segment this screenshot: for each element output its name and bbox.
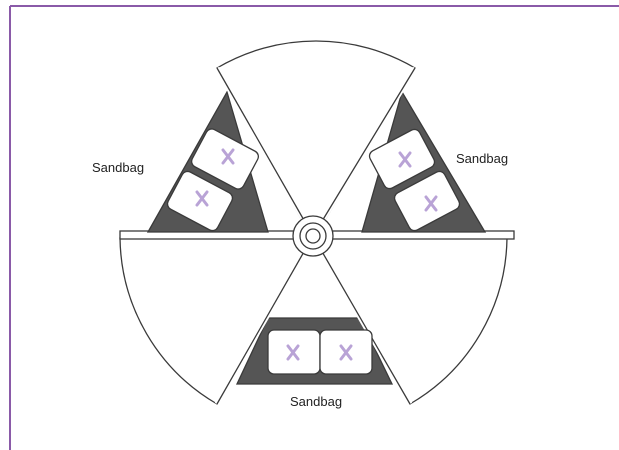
sector-lower-right [311,237,508,405]
spoke-lower-right-edge [312,235,411,405]
hub-axle-icon [292,215,334,257]
x-mark-icon [221,148,235,165]
x-mark-icon [286,344,300,361]
spoke-upper-left-edge [216,67,314,237]
sandbag [368,128,436,190]
sandbags-right [368,128,461,232]
sandbag-label-bottom: Sandbag [290,394,342,409]
x-mark-icon [195,190,209,207]
x-mark-icon [424,195,438,212]
bag-marks [195,148,438,361]
sandbag [393,170,461,232]
sector-lower-left [119,237,315,405]
spoke-upper-right-edge [312,67,416,237]
x-mark-icon [339,344,353,361]
spoke-lower-left-edge [216,235,314,405]
wheel [119,40,515,406]
sandbag-label-left: Sandbag [92,160,144,175]
sandbags-bottom [267,329,373,375]
x-mark-icon [398,151,412,168]
sandbag-label-right: Sandbag [456,151,508,166]
sector-top [216,40,416,242]
